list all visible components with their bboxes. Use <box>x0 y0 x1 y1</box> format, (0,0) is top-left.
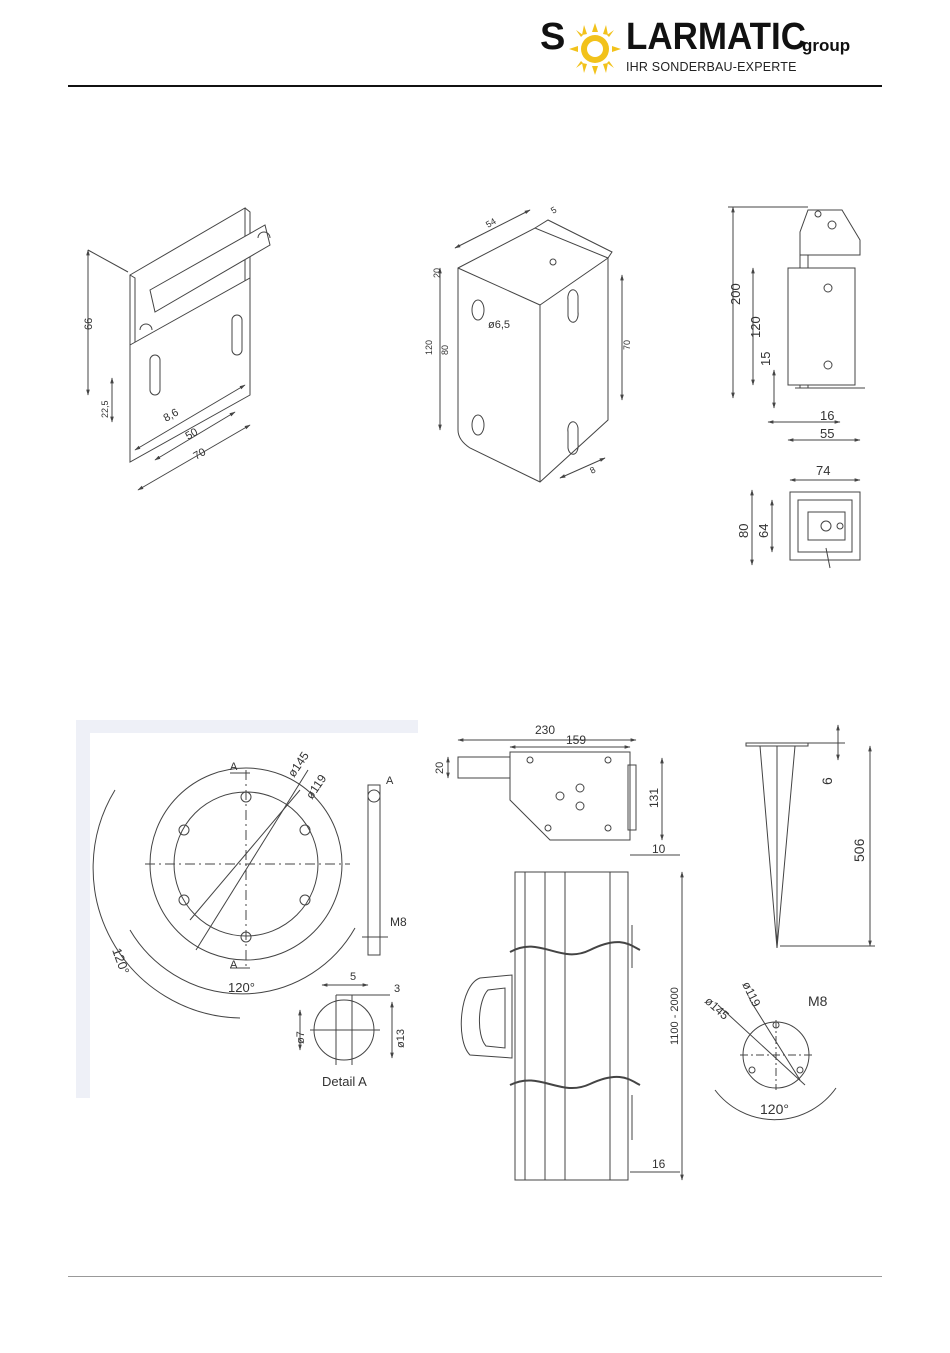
flange-drawing <box>93 768 392 1065</box>
flange-angle-2: 120° <box>228 980 255 995</box>
post-dim-10: 10 <box>652 842 666 856</box>
clamp-dim-70: 70 <box>192 446 209 463</box>
spike-angle-120: 120° <box>760 1101 789 1117</box>
flange-angle-1: 120° <box>109 946 132 976</box>
bracket-drawing <box>440 210 622 482</box>
spike-thread-m8: M8 <box>808 993 828 1009</box>
post-dim-131: 131 <box>647 788 661 808</box>
detail-a-caption: Detail A <box>322 1074 367 1089</box>
clamp-drawing <box>88 208 270 490</box>
side-dim-15: 15 <box>758 352 773 366</box>
detail-dim-3: 3 <box>394 983 400 995</box>
bracket-dim-8: 8 <box>588 465 597 476</box>
detail-dim-7: ø7 <box>295 1031 307 1044</box>
flange-dim-145: ø145 <box>285 749 312 780</box>
clamp-dim-66: 66 <box>83 318 95 330</box>
flange-mark-a1: A <box>230 761 238 773</box>
detail-dim-5: 5 <box>350 971 356 983</box>
top-dim-74: 74 <box>816 463 830 478</box>
post-dim-230: 230 <box>535 723 555 737</box>
post-dim-159: 159 <box>566 733 586 747</box>
detail-dim-13: ø13 <box>395 1029 407 1048</box>
top-dim-80: 80 <box>736 524 751 538</box>
spike-dim-6: 6 <box>819 777 835 785</box>
bracket-dim-120: 120 <box>424 340 434 355</box>
side-dim-16: 16 <box>820 408 834 423</box>
spike-dim-145: ø145 <box>702 994 732 1023</box>
bracket-dim-20: 20 <box>432 268 442 278</box>
clamp-dim-22: 22,5 <box>100 400 110 418</box>
flange-dim-119: ø119 <box>303 772 330 802</box>
spike-dim-119: ø119 <box>739 979 763 1009</box>
bracket-dim-70: 70 <box>622 340 632 350</box>
flange-thread-m8: M8 <box>390 915 407 929</box>
spike-drawing <box>715 725 875 1120</box>
side-dim-200: 200 <box>728 283 743 305</box>
spike-dim-506: 506 <box>851 838 867 862</box>
post-dim-20: 20 <box>434 762 446 774</box>
bracket-dim-80: 80 <box>440 345 450 355</box>
post-dim-16: 16 <box>652 1157 666 1171</box>
post-dim-length: 1100 - 2000 <box>669 987 681 1045</box>
side-dim-55: 55 <box>820 426 834 441</box>
flange-mark-a3: A <box>386 775 394 787</box>
bracket-dim-hole: ø6,5 <box>488 319 510 331</box>
flange-mark-a2: A <box>230 959 238 971</box>
side-dim-120: 120 <box>748 316 763 338</box>
footer-rule <box>68 1276 882 1277</box>
top-dim-64: 64 <box>756 524 771 538</box>
bracket-dim-5: 5 <box>549 205 558 216</box>
